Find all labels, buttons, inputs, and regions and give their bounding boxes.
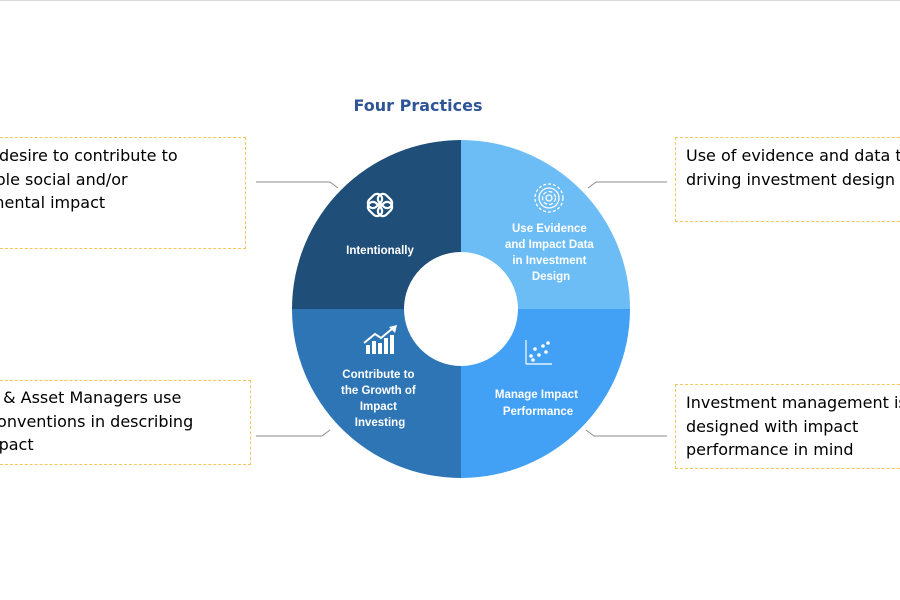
connector-bottom-right (585, 429, 667, 437)
callout-bottom-right: Investment management is designed with i… (675, 384, 900, 469)
segment-label-evidence: Use Evidence and Impact Data in Investme… (505, 223, 597, 283)
callout-line: performance in mind (686, 440, 854, 459)
top-divider (0, 0, 900, 1)
linked-rings-icon (366, 192, 394, 218)
callout-top-left: tional desire to contribute to urable so… (0, 137, 246, 249)
callout-bottom-left: tors & Asset Managers use d conventions … (0, 380, 251, 465)
callout-line: Investment management is (686, 393, 900, 412)
callout-line: urable social and/or (0, 169, 128, 189)
connector-bottom-left (256, 429, 331, 437)
callout-line: driving investment design (686, 169, 895, 189)
callout-line: tional desire to contribute to (0, 146, 178, 165)
segment-intentionally (292, 140, 461, 309)
segment-label-performance: Manage Impact Performance (495, 389, 581, 418)
connector-top-left (256, 181, 339, 189)
connector-top-right (587, 181, 667, 189)
callout-line: onmental impact (0, 193, 106, 212)
fingerprint-circle-icon (534, 183, 564, 213)
callout-top-right: Use of evidence and data t driving inves… (675, 137, 900, 222)
segment-label-growth: Contribute to the Growth of Impact Inves… (341, 369, 419, 429)
segment-performance (461, 309, 630, 478)
callout-line: d conventions in describing (0, 411, 194, 431)
callout-line: designed with impact (686, 416, 859, 436)
segment-label-intentionally: Intentionally (346, 245, 414, 257)
segment-evidence (461, 140, 630, 309)
connectors (256, 181, 667, 437)
callout-line: Use of evidence and data t (686, 146, 900, 165)
diagram-title: Four Practices (353, 96, 483, 115)
callout-line: tors & Asset Managers use (0, 388, 182, 407)
bar-growth-icon (363, 325, 397, 354)
callout-line: mpact (0, 435, 34, 454)
scatter-chart-icon (525, 340, 552, 365)
segment-growth (292, 309, 461, 478)
